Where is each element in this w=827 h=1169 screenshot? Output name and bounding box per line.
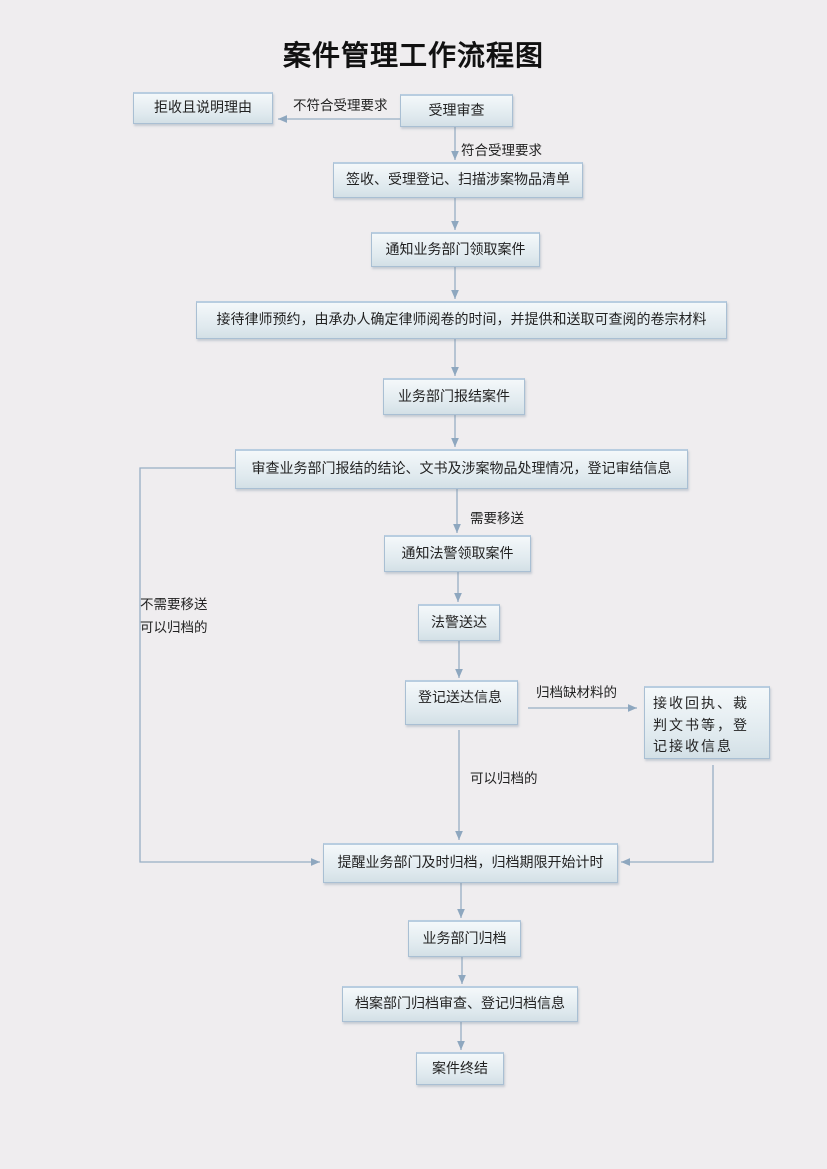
- node-notify-dept: 通知业务部门领取案件: [371, 232, 540, 267]
- node-sign: 签收、受理登记、扫描涉案物品清单: [333, 162, 583, 198]
- label-meet: 符合受理要求: [461, 143, 542, 159]
- node-archive-review: 档案部门归档审查、登记归档信息: [342, 986, 578, 1022]
- node-dept-archive: 业务部门归档: [408, 920, 521, 957]
- node-lawyer: 接待律师预约，由承办人确定律师阅卷的时间，并提供和送取可查阅的卷宗材料: [196, 301, 727, 339]
- node-register-delivery: 登记送达信息: [405, 680, 518, 725]
- node-reject: 拒收且说明理由: [133, 92, 273, 124]
- label-missing: 归档缺材料的: [536, 685, 617, 701]
- node-notify-police: 通知法警领取案件: [384, 535, 531, 572]
- node-dept-report: 业务部门报结案件: [383, 378, 525, 415]
- edge-receipt-remind: [621, 765, 714, 866]
- node-police-deliver: 法警送达: [418, 604, 500, 641]
- node-review: 受理审查: [400, 94, 513, 127]
- node-close: 案件终结: [416, 1052, 504, 1085]
- node-remind: 提醒业务部门及时归档，归档期限开始计时: [323, 843, 618, 883]
- label-need-transfer: 需要移送: [470, 511, 524, 527]
- label-no-transfer-archive: 可以归档的: [140, 620, 208, 636]
- page-title: 案件管理工作流程图: [282, 39, 544, 72]
- node-review-report: 审查业务部门报结的结论、文书及涉案物品处理情况，登记审结信息: [235, 449, 688, 489]
- edge-review-remind: [139, 467, 320, 866]
- label-not-meet: 不符合受理要求: [293, 98, 388, 114]
- label-can-archive: 可以归档的: [470, 771, 538, 787]
- node-receipt: 接收回执、裁判文书等，登记接收信息: [644, 686, 770, 759]
- label-no-transfer: 不需要移送: [140, 597, 208, 613]
